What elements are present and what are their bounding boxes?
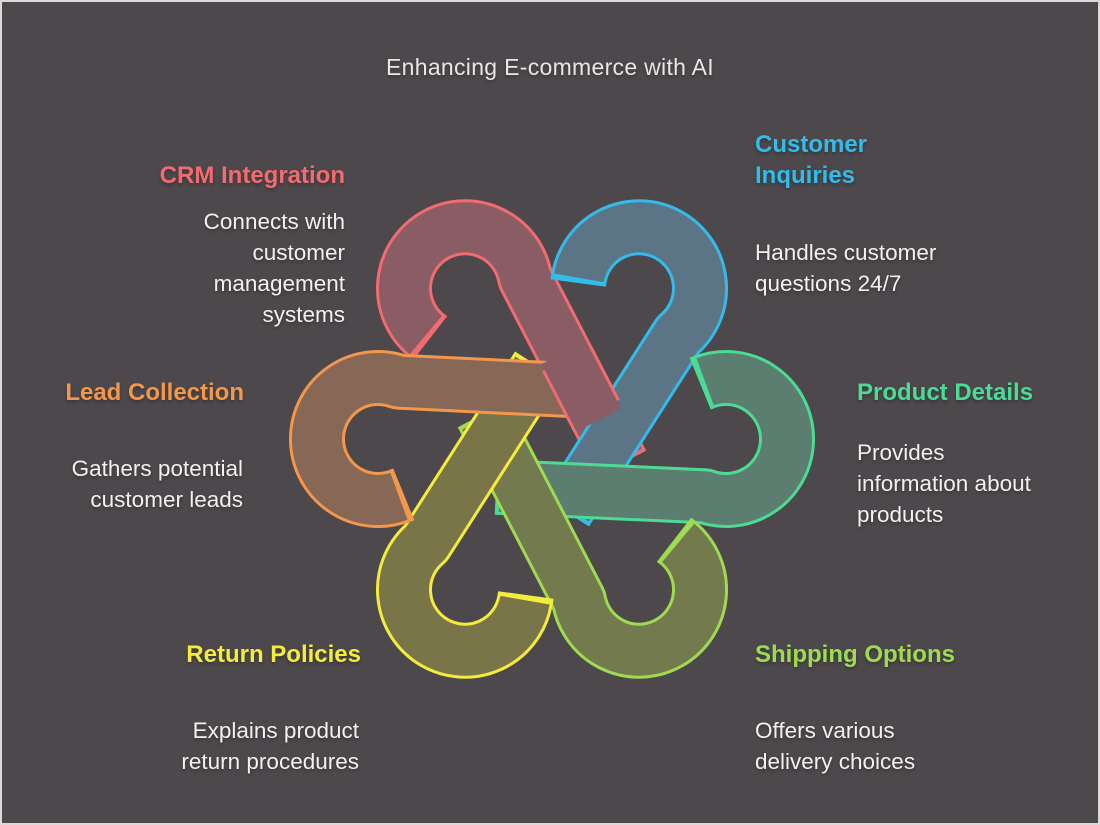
ribbon-crm-integration	[376, 199, 647, 477]
ribbon-body	[546, 202, 725, 522]
section-heading-product-details: Product Details	[857, 379, 1034, 406]
ribbon-customer-inquiries	[541, 199, 728, 527]
ribbon-body	[541, 341, 621, 432]
page-title: Enhancing E-commerce with AI	[386, 54, 714, 80]
ribbon-body	[292, 353, 592, 525]
section-description-return-policies: Explains product return procedures	[181, 718, 359, 774]
ribbon-lead-collection	[289, 350, 596, 528]
section-description-lead-collection: Gathers potential customer leads	[71, 456, 243, 512]
section-heading-crm-integration: CRM Integration	[159, 162, 345, 189]
section-heading-customer-inquiries: Customer Inquiries	[755, 131, 868, 189]
section-description-shipping-options: Offers various delivery choices	[755, 718, 916, 774]
ribbon-body	[498, 353, 812, 525]
section-description-crm-integration: Connects with customer management system…	[203, 209, 345, 327]
ribbon-shipping-options	[457, 401, 728, 679]
section-description-product-details: Provides information about products	[857, 440, 1031, 527]
ribbon-weave-patch	[541, 341, 621, 432]
section-description-customer-inquiries: Handles customer questions 24/7	[755, 240, 937, 296]
section-heading-return-policies: Return Policies	[186, 641, 361, 668]
section-heading-lead-collection: Lead Collection	[65, 379, 244, 406]
ribbon-product-details	[494, 350, 815, 528]
ribbon-body	[379, 202, 642, 472]
section-heading-shipping-options: Shipping Options	[755, 641, 955, 668]
ribbon-body	[462, 406, 725, 676]
ribbon-return-policies	[376, 351, 563, 679]
ribbon-body	[379, 356, 558, 676]
